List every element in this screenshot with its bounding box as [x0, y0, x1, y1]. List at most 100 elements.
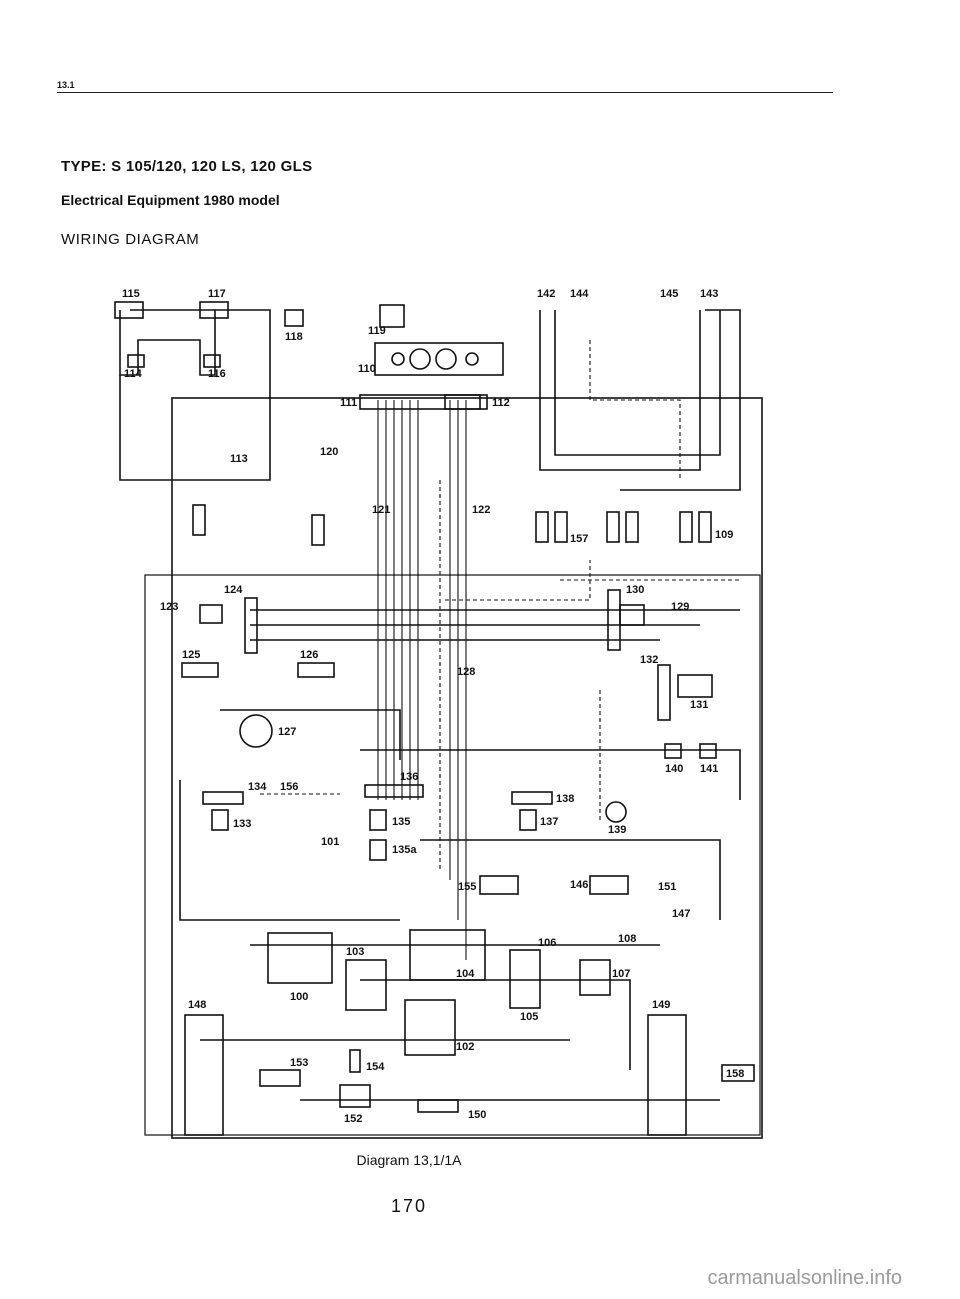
cluster-right-bus-wire	[449, 400, 467, 960]
horn-loop-wire	[119, 309, 271, 481]
label-136: 136	[400, 771, 418, 783]
label-117: 117	[208, 288, 226, 300]
fuse-symbol-6	[625, 511, 639, 543]
label-108: 108	[618, 933, 636, 945]
horizontal-run-7	[179, 780, 400, 921]
label-124: 124	[224, 584, 243, 596]
inner-frame-wire	[144, 574, 761, 1136]
label-106: 106	[538, 937, 556, 949]
label-131: 131	[690, 699, 708, 711]
label-129: 129	[671, 601, 689, 613]
label-102: 102	[456, 1041, 474, 1053]
connector-155	[479, 875, 519, 895]
horizontal-run-4	[220, 709, 401, 760]
label-153: 153	[290, 1057, 308, 1069]
label-132: 132	[640, 654, 658, 666]
label-114: 114	[124, 368, 143, 380]
equipment-line: Electrical Equipment 1980 model	[61, 192, 280, 208]
label-122: 122	[472, 504, 490, 516]
label-112: 112	[492, 397, 510, 409]
gauge-110-d	[465, 352, 479, 366]
fuse-symbol-8	[698, 511, 712, 543]
distributor-107	[579, 959, 611, 996]
connector-146	[589, 875, 629, 895]
horn-symbol-115	[114, 301, 144, 319]
label-113: 113	[230, 453, 248, 465]
label-145: 145	[660, 288, 678, 300]
label-146: 146	[570, 879, 588, 891]
label-125: 125	[182, 649, 200, 661]
label-101: 101	[321, 836, 339, 848]
header-rule	[57, 92, 833, 93]
label-152: 152	[344, 1113, 362, 1125]
headlamp-wire-mid	[554, 310, 721, 456]
fuse-symbol-2	[311, 514, 325, 546]
label-118: 118	[285, 331, 303, 343]
horizontal-run-9	[360, 979, 631, 1070]
gauge-110-b	[409, 348, 431, 370]
switch-symbol-129	[619, 604, 645, 626]
wires	[119, 309, 763, 1139]
switch-symbol-116	[203, 354, 221, 368]
label-116: 116	[208, 368, 226, 380]
label-127: 127	[278, 726, 296, 738]
label-140: 140	[665, 763, 683, 775]
motor-symbol-119	[379, 304, 405, 328]
connector-153	[259, 1069, 301, 1087]
label-104: 104	[456, 968, 475, 980]
horizontal-run-6	[420, 839, 721, 920]
label-133: 133	[233, 818, 251, 830]
label-150: 150	[468, 1109, 486, 1121]
fuse-symbol-3	[535, 511, 549, 543]
switch-symbol-123	[199, 604, 223, 624]
dashed-wire-top	[589, 340, 681, 480]
connector-130	[607, 589, 621, 651]
label-105: 105	[520, 1011, 538, 1023]
connector-138	[511, 791, 553, 805]
label-143: 143	[700, 288, 718, 300]
label-128: 128	[457, 666, 475, 678]
label-100: 100	[290, 991, 308, 1003]
label-147: 147	[672, 908, 690, 920]
connector-111	[359, 394, 481, 410]
connector-158	[721, 1064, 755, 1082]
switch-symbol-114	[127, 354, 145, 368]
label-123: 123	[160, 601, 178, 613]
fuse-symbol-4	[554, 511, 568, 543]
connector-112	[444, 394, 488, 410]
label-126: 126	[300, 649, 318, 661]
instrument-cluster-110	[374, 342, 504, 376]
label-103: 103	[346, 946, 364, 958]
label-130: 130	[626, 584, 644, 596]
resistor-154	[349, 1049, 361, 1073]
label-156: 156	[280, 781, 298, 793]
diagram-caption: Diagram 13,1/1A	[356, 1152, 462, 1168]
label-137: 137	[540, 816, 558, 828]
label-139: 139	[608, 824, 626, 836]
battery-100	[267, 932, 333, 984]
lamp-symbol-126	[297, 662, 335, 678]
label-115: 115	[122, 288, 140, 300]
horn-wire	[119, 310, 216, 376]
label-151: 151	[658, 881, 676, 893]
connector-152	[339, 1084, 371, 1108]
type-line: TYPE: S 105/120, 120 LS, 120 GLS	[61, 158, 313, 175]
relay-133	[211, 809, 229, 831]
label-141: 141	[700, 763, 718, 775]
lamp-symbol-141	[699, 743, 717, 759]
alternator-102	[404, 999, 456, 1056]
lamp-symbol-140	[664, 743, 682, 759]
label-135a: 135a	[392, 844, 417, 856]
label-154: 154	[366, 1061, 385, 1073]
horn-symbol-117	[199, 301, 229, 319]
label-134: 134	[248, 781, 267, 793]
watermark: carmanualsonline.info	[707, 1267, 902, 1289]
section-number: 13.1	[57, 80, 75, 90]
diagram-heading: WIRING DIAGRAM	[61, 231, 200, 248]
label-138: 138	[556, 793, 574, 805]
label-109: 109	[715, 529, 733, 541]
sensor-symbol-118	[284, 309, 304, 327]
gauge-110-a	[391, 352, 405, 366]
label-120: 120	[320, 446, 338, 458]
connector-134	[202, 791, 244, 805]
